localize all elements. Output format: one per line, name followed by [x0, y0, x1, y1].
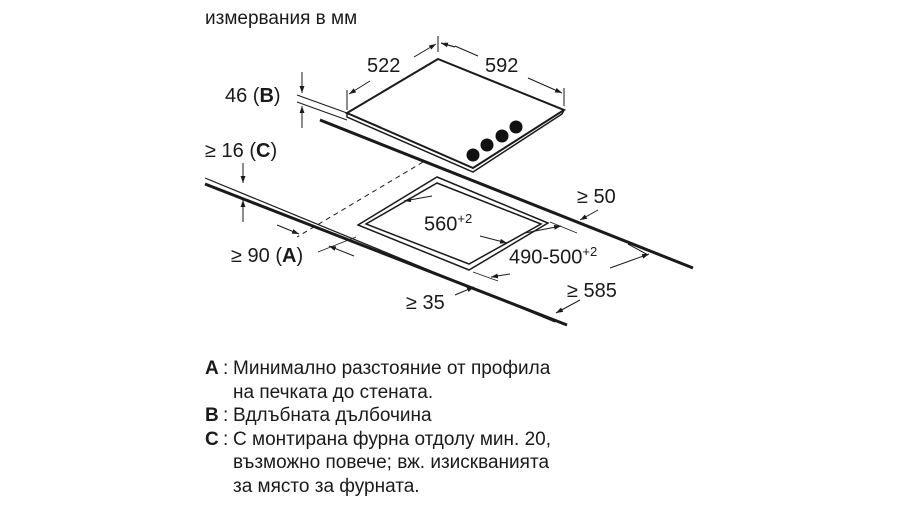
dim-cutout-depth: 490-500+2 — [509, 244, 598, 269]
dim-b: 46 (B) — [225, 85, 281, 107]
legend-b-text: Вдлъбната дълбочина — [233, 405, 432, 426]
cutout-outer — [356, 176, 550, 271]
knob-icon — [495, 129, 509, 143]
dim-depth: 522 — [367, 55, 401, 77]
dim-rear-gap: ≥ 50 — [577, 186, 616, 208]
units-caption: измервания в мм — [205, 8, 358, 29]
knob-icon — [466, 148, 480, 162]
dim-a: ≥ 90 (A) — [231, 245, 304, 267]
hob-top — [344, 57, 567, 170]
worktop-rear-edge — [319, 118, 694, 270]
hob-edge — [346, 109, 565, 173]
wall-reference-dashed — [296, 161, 424, 238]
dim-c: ≥ 16 (C) — [205, 140, 278, 162]
dim-worktop-depth: ≥ 585 — [567, 280, 617, 302]
dim-cutout-width: 560+2 — [424, 211, 473, 236]
legend-c-text: С монтирана фурна отдолу мин. 20,възможн… — [233, 428, 551, 497]
dim-front-gap: ≥ 35 — [406, 292, 445, 314]
dim-width: 592 — [485, 55, 519, 77]
cutout-inner — [364, 182, 543, 265]
knob-icon — [509, 120, 523, 134]
knob-icon — [480, 138, 494, 152]
